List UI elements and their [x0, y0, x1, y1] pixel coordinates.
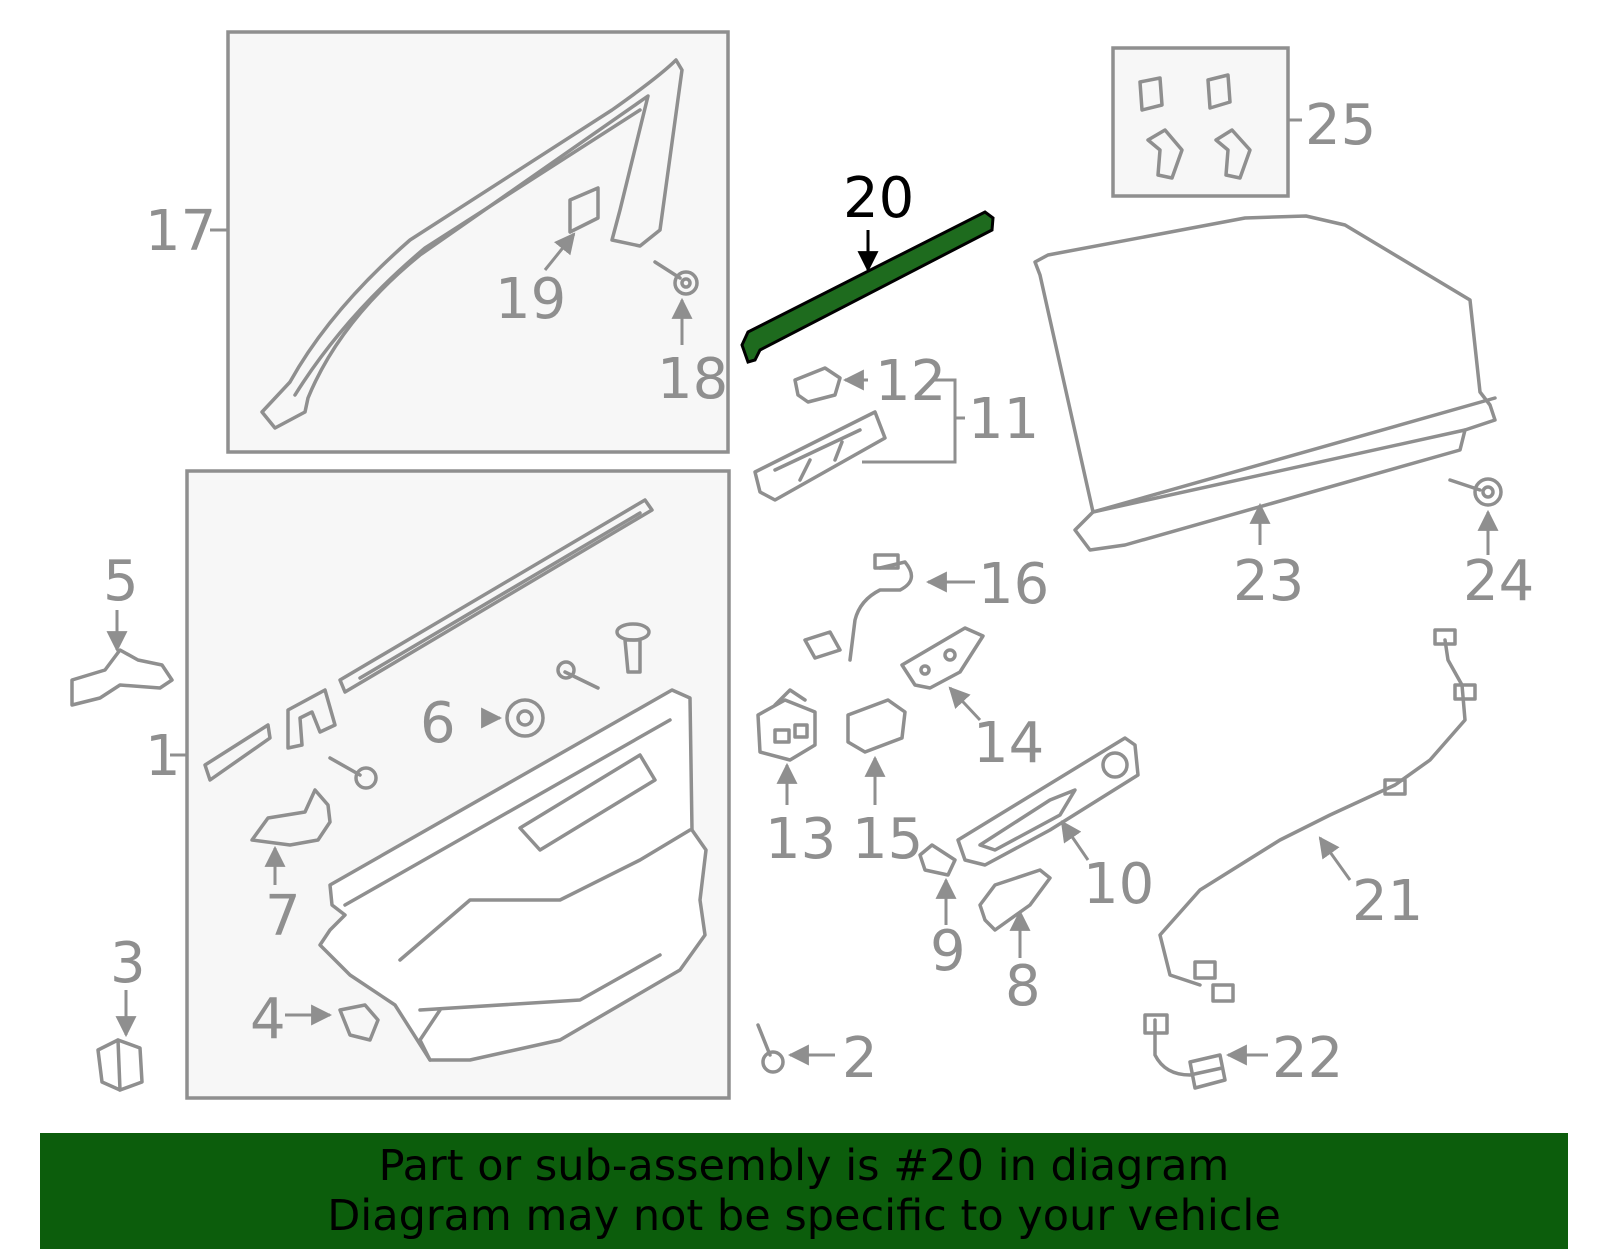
part-24-screw	[1448, 477, 1503, 507]
callout-9: 9	[930, 919, 966, 984]
part-22-wire-harness	[1143, 1013, 1227, 1090]
part-13-switch	[756, 688, 817, 762]
part-21-wire-harness	[1158, 628, 1477, 1003]
callout-12: 12	[875, 349, 946, 414]
callout-13: 13	[765, 807, 836, 872]
part-23-door-glass	[1033, 214, 1497, 552]
callout-6: 6	[420, 691, 456, 756]
group-box-17	[226, 30, 730, 454]
part-10-inner-handle-bezel	[956, 736, 1140, 867]
part-12-switch-button	[793, 366, 842, 404]
part-4-clip	[338, 1003, 380, 1042]
callout-11: 11	[968, 387, 1039, 452]
callout-10: 10	[1083, 852, 1154, 917]
callout-23: 23	[1233, 549, 1304, 614]
part-2-bolt	[756, 1023, 785, 1074]
part-19-clip	[568, 186, 600, 234]
callout-21: 21	[1352, 869, 1423, 934]
part-16-wire-harness	[803, 553, 914, 662]
part-17-window-frame	[260, 58, 684, 430]
part-14-switch	[900, 626, 985, 690]
part-screws-group	[328, 622, 651, 790]
part-6-plug	[505, 698, 545, 738]
part-18-screw	[653, 260, 699, 296]
part-11-switch-bezel	[753, 410, 887, 502]
callout-4: 4	[250, 987, 286, 1052]
callout-8: 8	[1005, 954, 1041, 1019]
banner-line-2: Diagram may not be specific to your vehi…	[327, 1191, 1281, 1241]
callout-25: 25	[1305, 93, 1376, 158]
part-8-handle	[978, 868, 1052, 932]
part-3-clip	[96, 1038, 144, 1092]
part-window-belt-molding	[338, 498, 654, 694]
callout-16: 16	[978, 552, 1049, 617]
part-25-clips	[1138, 73, 1252, 180]
callout-1: 1	[145, 724, 181, 789]
callout-7: 7	[265, 884, 301, 949]
callout-19: 19	[495, 267, 566, 332]
callout-18: 18	[657, 347, 728, 412]
part-20-weatherstrip-highlighted[interactable]	[740, 210, 995, 364]
callout-2: 2	[842, 1026, 878, 1091]
callout-15: 15	[852, 807, 923, 872]
part-7-bracket	[250, 788, 332, 847]
callout-20: 20	[843, 166, 914, 231]
part-small-bracket	[203, 688, 337, 782]
part-15-module	[846, 698, 907, 754]
callout-22: 22	[1272, 1026, 1343, 1091]
callout-17: 17	[145, 199, 216, 264]
part-9-cap	[918, 843, 957, 877]
banner-line-1: Part or sub-assembly is #20 in diagram	[378, 1141, 1230, 1191]
part-1-door-trim-panel	[318, 688, 708, 1062]
callout-24: 24	[1463, 549, 1534, 614]
callout-5: 5	[103, 549, 139, 614]
callout-3: 3	[110, 931, 146, 996]
info-banner: Part or sub-assembly is #20 in diagram D…	[40, 1133, 1568, 1249]
part-5-bracket	[70, 648, 174, 707]
group-box-25	[1111, 46, 1290, 198]
callout-14: 14	[973, 711, 1044, 776]
